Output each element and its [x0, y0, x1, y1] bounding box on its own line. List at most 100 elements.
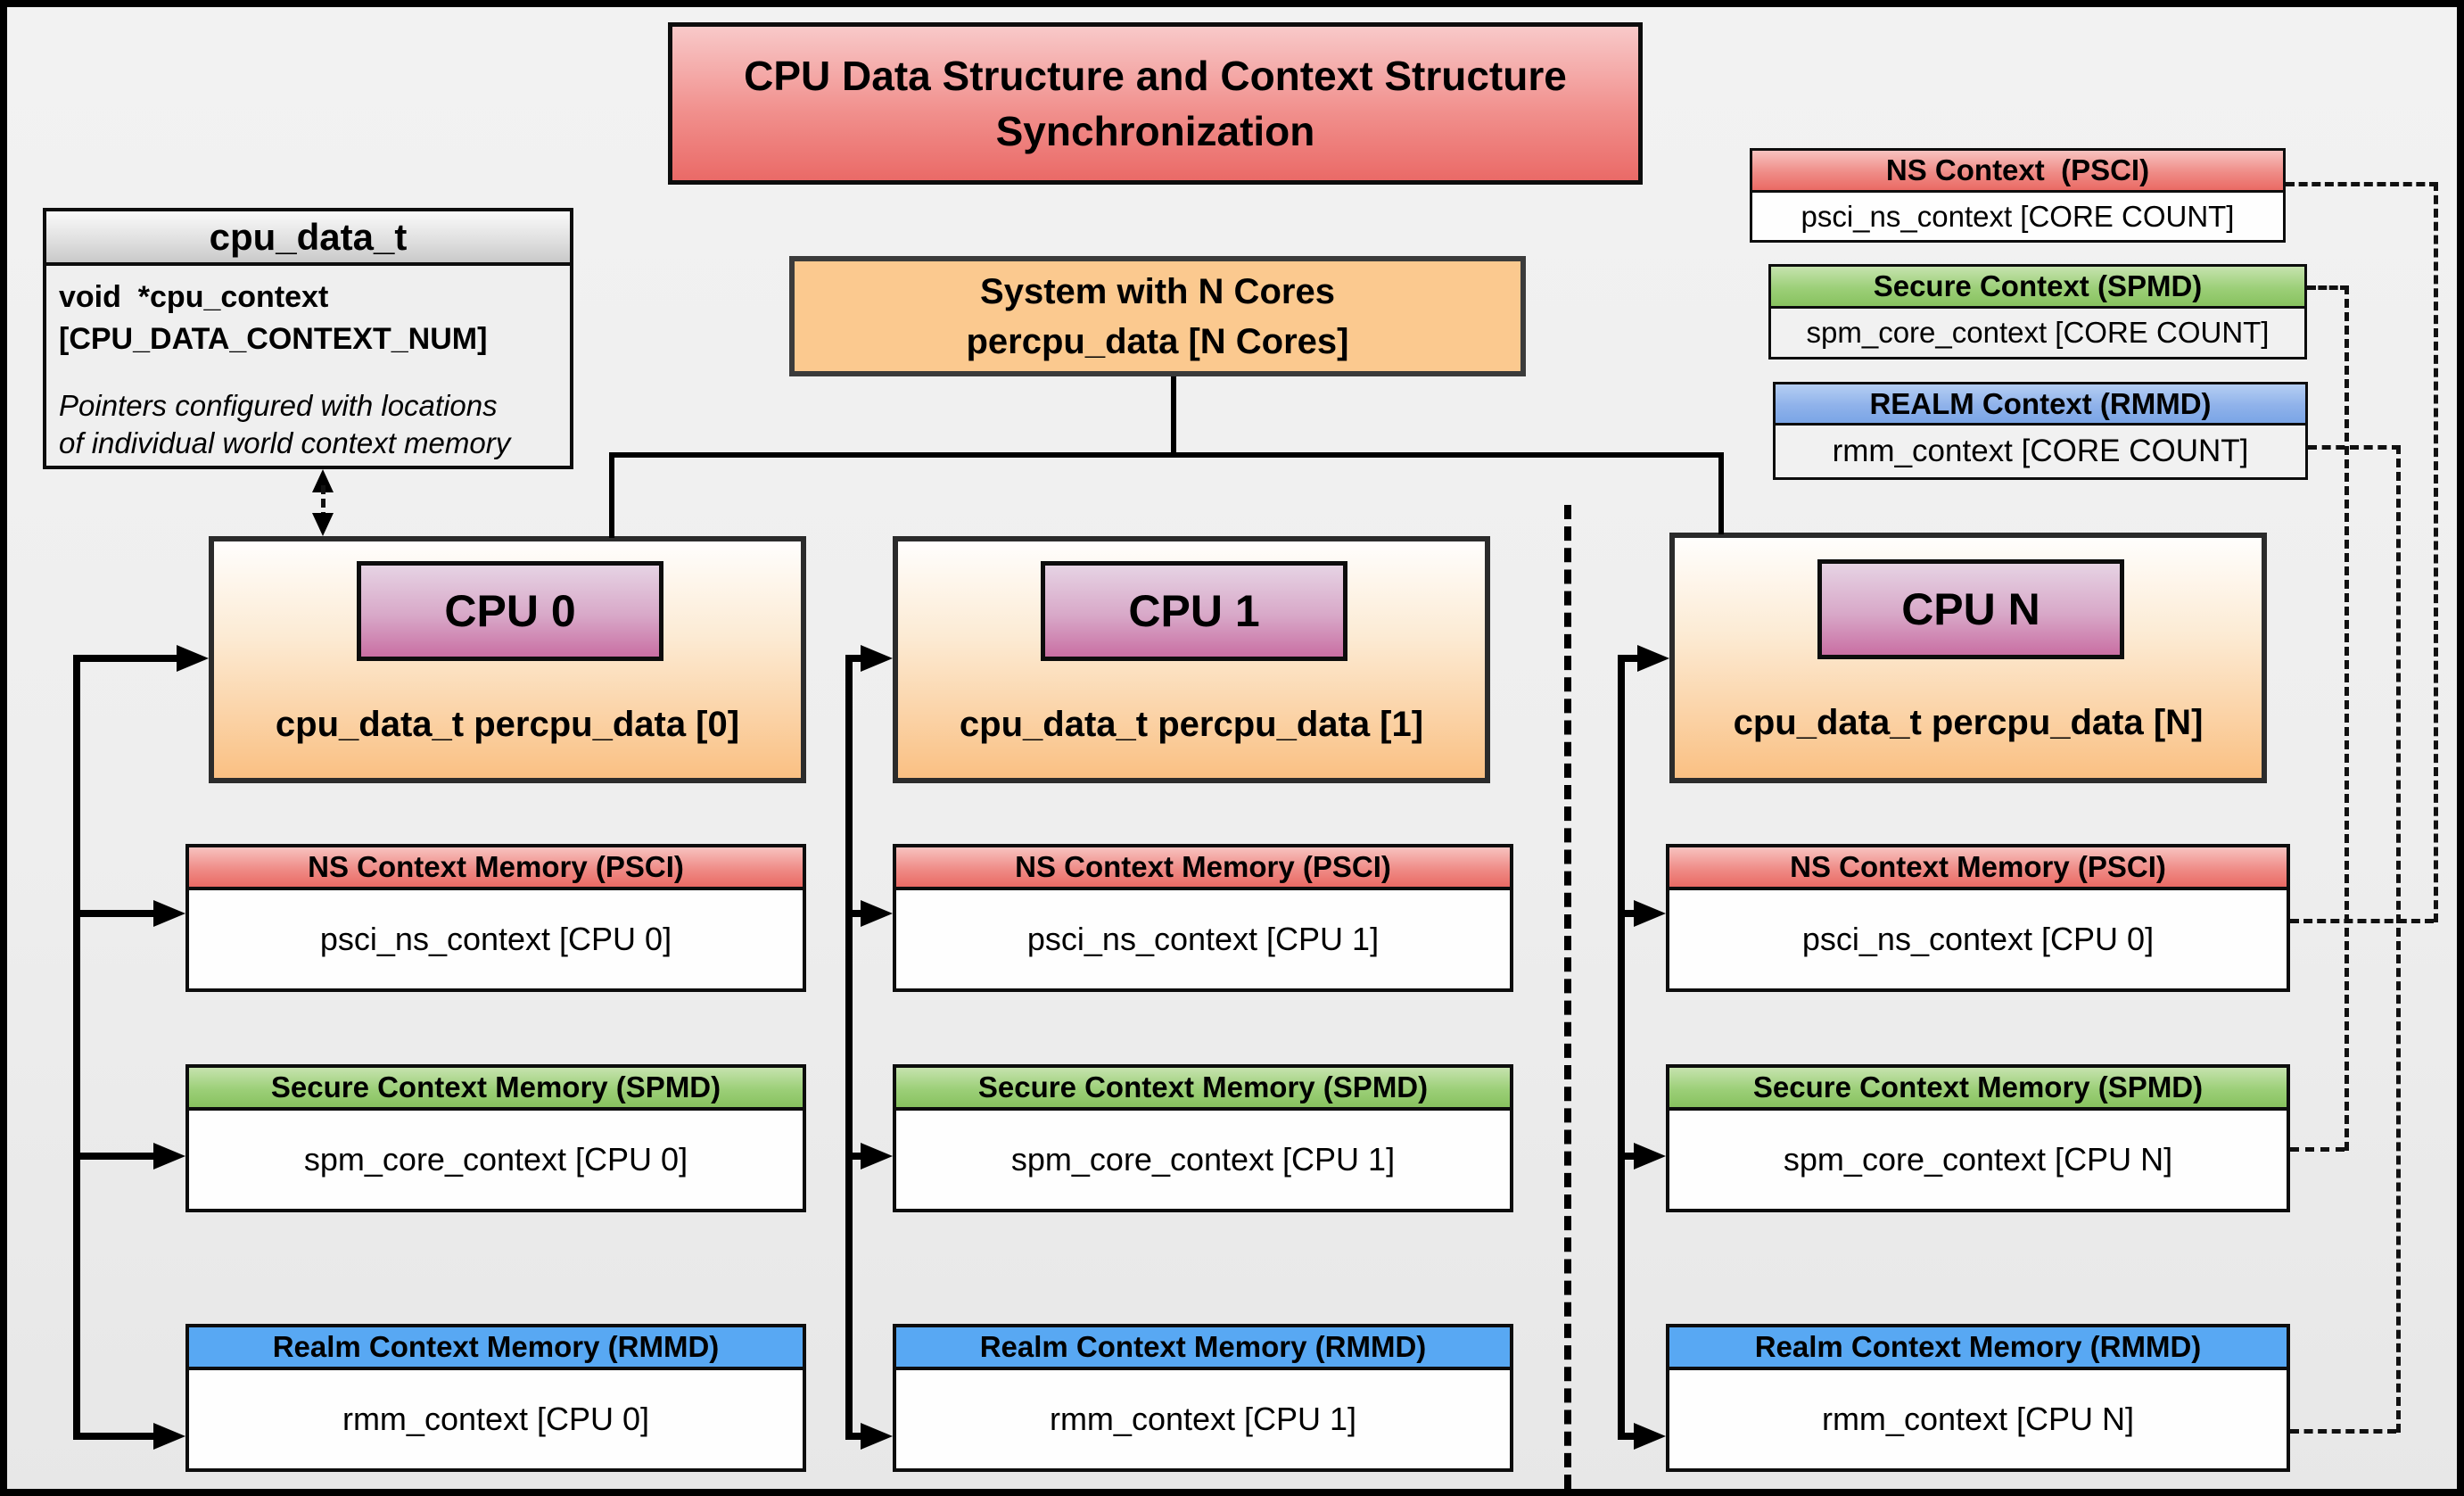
- arrowhead-cpu1-secure: [861, 1143, 893, 1170]
- rail-cpu1: [845, 655, 853, 1440]
- connector-system-drop: [1171, 376, 1176, 455]
- arrowhead-cpuN-box: [1637, 645, 1669, 672]
- connector-struct-cpu0-double-arrow: [310, 469, 335, 536]
- dash-secure-vertical: [2345, 285, 2349, 1151]
- legend-ns-body: psci_ns_context [CORE COUNT]: [1752, 193, 2283, 240]
- legend-realm-body: rmm_context [CORE COUNT]: [1776, 426, 2305, 477]
- shaft-cpu1-box: [845, 655, 863, 662]
- cpuN-box: CPU N cpu_data_t percpu_data [N]: [1669, 533, 2267, 783]
- cpuN-realm-context-memory: Realm Context Memory (RMMD) rmm_context …: [1666, 1324, 2290, 1472]
- arrowhead-cpuN-ns: [1634, 900, 1666, 927]
- cpu0-realm-context-memory: Realm Context Memory (RMMD) rmm_context …: [185, 1324, 806, 1472]
- cpu1-secure-context-memory: Secure Context Memory (SPMD) spm_core_co…: [893, 1064, 1513, 1212]
- shaft-cpu0-ns: [73, 910, 153, 917]
- cpu1-ns-context-memory: NS Context Memory (PSCI) psci_ns_context…: [893, 844, 1513, 992]
- cpu0-secure-context-memory: Secure Context Memory (SPMD) spm_core_co…: [185, 1064, 806, 1212]
- rail-cpu0: [73, 655, 80, 1440]
- cpuN-ns-context-memory: NS Context Memory (PSCI) psci_ns_context…: [1666, 844, 2290, 992]
- dash-ns-bottom: [2290, 919, 2434, 923]
- legend-secure-context: Secure Context (SPMD) spm_core_context […: [1768, 264, 2307, 360]
- shaft-cpu1-ns: [845, 910, 863, 917]
- cpu0-ns-header: NS Context Memory (PSCI): [189, 847, 803, 890]
- cpuN-ns-header: NS Context Memory (PSCI): [1669, 847, 2287, 890]
- shaft-cpu1-realm: [845, 1433, 863, 1440]
- dash-secure-bottom: [2290, 1147, 2345, 1152]
- cpu1-label: CPU 1: [1041, 561, 1347, 661]
- cpu1-box: CPU 1 cpu_data_t percpu_data [1]: [893, 536, 1490, 783]
- dash-ns-top: [2286, 182, 2438, 186]
- dash-realm-top: [2308, 445, 2401, 450]
- legend-ns-header: NS Context (PSCI): [1752, 151, 2283, 193]
- connector-bus-drop-cpu0: [609, 452, 614, 538]
- title-line1: CPU Data Structure and Context Structure: [744, 53, 1567, 99]
- cpu0-ns-body: psci_ns_context [CPU 0]: [319, 921, 672, 957]
- cpu1-ns-header: NS Context Memory (PSCI): [896, 847, 1510, 890]
- cpu0-secure-header: Secure Context Memory (SPMD): [189, 1068, 803, 1111]
- column-separator-dashed: [1564, 505, 1571, 1489]
- connector-bus-drop-cpuN: [1718, 452, 1724, 534]
- cpu1-realm-body: rmm_context [CPU 1]: [1049, 1401, 1357, 1437]
- shaft-cpuN-realm: [1618, 1433, 1636, 1440]
- shaft-cpu0-realm: [73, 1433, 153, 1440]
- cpu0-secure-body: spm_core_context [CPU 0]: [303, 1141, 688, 1178]
- cpu0-box: CPU 0 cpu_data_t percpu_data [0]: [209, 536, 806, 783]
- dash-secure-top: [2307, 285, 2349, 290]
- cpuN-secure-body: spm_core_context [CPU N]: [1783, 1141, 2173, 1178]
- dash-realm-bottom: [2290, 1429, 2396, 1434]
- cpuN-realm-header: Realm Context Memory (RMMD): [1669, 1327, 2287, 1370]
- dashed-shaft: [321, 485, 326, 521]
- cpuN-label: CPU N: [1817, 559, 2124, 659]
- legend-secure-header: Secure Context (SPMD): [1771, 267, 2304, 309]
- cpu1-secure-body: spm_core_context [CPU 1]: [1010, 1141, 1396, 1178]
- note-line2: of individual world context memory: [59, 426, 511, 459]
- cpu0-ns-context-memory: NS Context Memory (PSCI) psci_ns_context…: [185, 844, 806, 992]
- cpu1-data-line: cpu_data_t percpu_data [1]: [959, 704, 1424, 744]
- arrowhead-cpu0-realm: [153, 1423, 185, 1450]
- cpu-data-t-body: void *cpu_context [CPU_DATA_CONTEXT_NUM]…: [46, 266, 570, 462]
- shaft-cpu0-box: [73, 655, 177, 662]
- arrow-down-icon: [312, 513, 334, 536]
- diagram-title: CPU Data Structure and Context Structure…: [668, 22, 1643, 185]
- cpu0-realm-header: Realm Context Memory (RMMD): [189, 1327, 803, 1370]
- arrowhead-cpu0-ns: [153, 900, 185, 927]
- diagram-title-text: CPU Data Structure and Context Structure…: [744, 48, 1567, 159]
- arrowhead-cpuN-realm: [1634, 1423, 1666, 1450]
- cpuN-data-line: cpu_data_t percpu_data [N]: [1733, 702, 2204, 742]
- cpuN-secure-header: Secure Context Memory (SPMD): [1669, 1068, 2287, 1111]
- note-line1: Pointers configured with locations: [59, 389, 498, 422]
- cpu1-realm-header: Realm Context Memory (RMMD): [896, 1327, 1510, 1370]
- arrowhead-cpuN-secure: [1634, 1143, 1666, 1170]
- system-box-text: System with N Cores percpu_data [N Cores…: [967, 267, 1349, 367]
- cpuN-secure-context-memory: Secure Context Memory (SPMD) spm_core_co…: [1666, 1064, 2290, 1212]
- arrowhead-cpu0-secure: [153, 1143, 185, 1170]
- system-box: System with N Cores percpu_data [N Cores…: [789, 256, 1526, 376]
- arrowhead-cpu1-box: [861, 645, 893, 672]
- cpuN-ns-body: psci_ns_context [CPU 0]: [1801, 921, 2155, 957]
- cpu1-realm-context-memory: Realm Context Memory (RMMD) rmm_context …: [893, 1324, 1513, 1472]
- cpu1-secure-header: Secure Context Memory (SPMD): [896, 1068, 1510, 1111]
- cpu-data-t-box: cpu_data_t void *cpu_context [CPU_DATA_C…: [43, 208, 573, 469]
- legend-realm-header: REALM Context (RMMD): [1776, 384, 2305, 426]
- arrowhead-cpu1-ns: [861, 900, 893, 927]
- cpu-data-t-header: cpu_data_t: [46, 211, 570, 266]
- legend-realm-context: REALM Context (RMMD) rmm_context [CORE C…: [1773, 382, 2308, 480]
- cpu-data-t-note: Pointers configured with locations of in…: [59, 387, 557, 462]
- system-line2: percpu_data [N Cores]: [966, 321, 1349, 361]
- cpuN-realm-body: rmm_context [CPU N]: [1821, 1401, 2135, 1437]
- shaft-cpuN-secure: [1618, 1153, 1636, 1160]
- cpu0-data-line: cpu_data_t percpu_data [0]: [275, 704, 740, 744]
- shaft-cpu1-secure: [845, 1153, 863, 1160]
- title-line2: Synchronization: [995, 108, 1315, 154]
- shaft-cpuN-ns: [1618, 910, 1636, 917]
- cpu0-label: CPU 0: [357, 561, 663, 661]
- connector-bus: [609, 452, 1724, 458]
- dash-ns-vertical: [2434, 182, 2438, 922]
- shaft-cpuN-box: [1618, 655, 1639, 662]
- shaft-cpu0-secure: [73, 1153, 153, 1160]
- system-line1: System with N Cores: [980, 271, 1335, 311]
- rail-cpuN: [1618, 655, 1625, 1440]
- arrowhead-cpu0-box: [177, 645, 209, 672]
- cpu-context-field-line1: void *cpu_context: [59, 280, 329, 314]
- cpu1-ns-body: psci_ns_context [CPU 1]: [1026, 921, 1380, 957]
